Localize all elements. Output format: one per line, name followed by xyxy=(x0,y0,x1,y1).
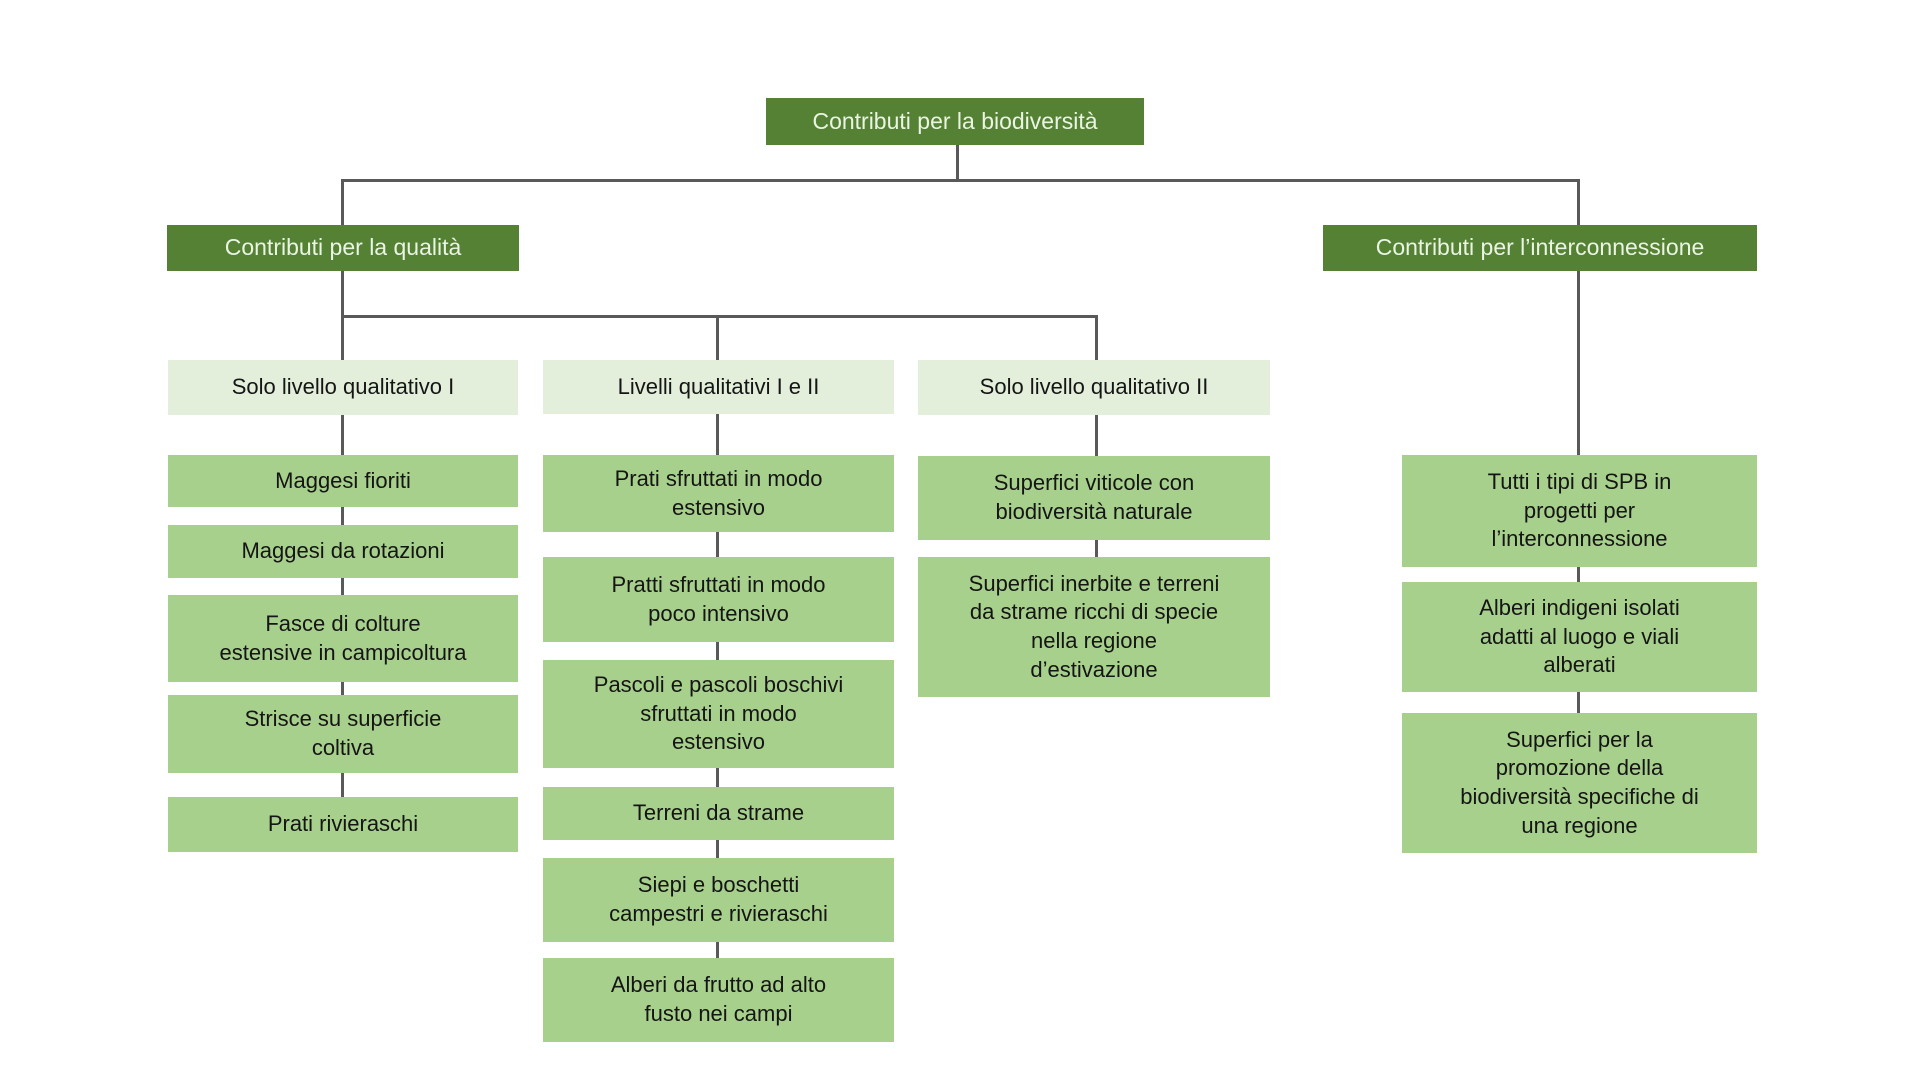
node-terreni-da-strame: Terreni da strame xyxy=(543,787,894,840)
node-pratti-sfruttati-poco-intensivo: Pratti sfruttati in modo poco intensivo xyxy=(543,557,894,642)
node-fasce-di-colture: Fasce di colture estensive in campicoltu… xyxy=(168,595,518,682)
connector-qualita-drop xyxy=(341,270,344,318)
node-pascoli-boschivi: Pascoli e pascoli boschivi sfruttati in … xyxy=(543,660,894,768)
node-alberi-da-frutto: Alberi da frutto ad alto fusto nei campi xyxy=(543,958,894,1042)
node-maggesi-da-rotazioni: Maggesi da rotazioni xyxy=(168,525,518,578)
connector-to-group3 xyxy=(1095,315,1098,361)
node-maggesi-fioriti: Maggesi fioriti xyxy=(168,455,518,507)
node-siepi-e-boschetti: Siepi e boschetti campestri e rivierasch… xyxy=(543,858,894,942)
connector-root-drop xyxy=(956,144,959,182)
node-solo-livello-qualitativo-1: Solo livello qualitativo I xyxy=(168,360,518,415)
connector-level2-horizontal xyxy=(341,315,1098,318)
node-prati-sfruttati-estensivo: Prati sfruttati in modo estensivo xyxy=(543,455,894,532)
node-superfici-promozione-biodiversita: Superfici per la promozione della biodiv… xyxy=(1402,713,1757,853)
node-superfici-inerbite: Superfici inerbite e terreni da strame r… xyxy=(918,557,1270,697)
connector-to-group1 xyxy=(341,315,344,361)
node-contributi-interconnessione: Contributi per l’interconnessione xyxy=(1323,225,1757,271)
connector-level1-horizontal xyxy=(341,179,1580,182)
node-solo-livello-qualitativo-2: Solo livello qualitativo II xyxy=(918,360,1270,415)
connector-to-interconnessione xyxy=(1577,179,1580,226)
node-tutti-tipi-spb: Tutti i tipi di SPB in progetti per l’in… xyxy=(1402,455,1757,567)
node-alberi-indigeni-isolati: Alberi indigeni isolati adatti al luogo … xyxy=(1402,582,1757,692)
connector-to-group2 xyxy=(716,315,719,361)
node-prati-rivieraschi: Prati rivieraschi xyxy=(168,797,518,852)
node-superfici-viticole: Superfici viticole con biodiversità natu… xyxy=(918,456,1270,540)
node-livelli-qualitativi-1-e-2: Livelli qualitativi I e II xyxy=(543,360,894,414)
node-contributi-biodiversita: Contributi per la biodiversità xyxy=(766,98,1144,145)
connector-to-qualita xyxy=(341,179,344,226)
node-contributi-qualita: Contributi per la qualità xyxy=(167,225,519,271)
node-strisce-superficie-coltiva: Strisce su superficie coltiva xyxy=(168,695,518,773)
